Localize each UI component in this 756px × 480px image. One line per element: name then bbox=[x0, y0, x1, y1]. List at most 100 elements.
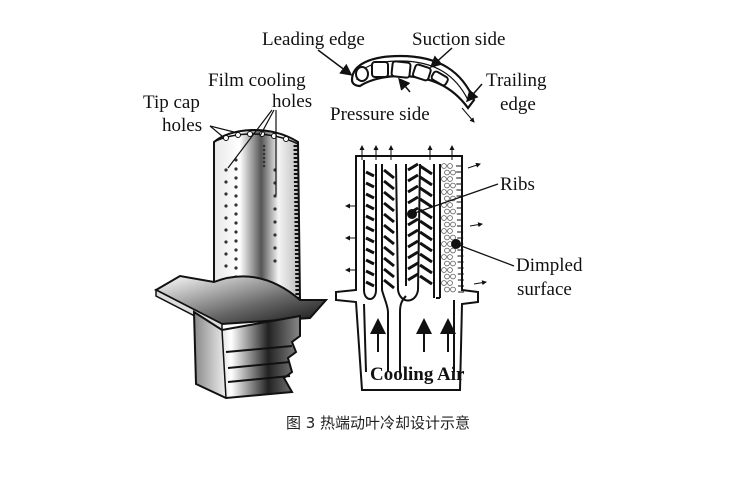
rib bbox=[383, 256, 395, 268]
label-trailing-2: edge bbox=[500, 94, 536, 115]
film-hole bbox=[224, 168, 228, 172]
rib bbox=[365, 247, 375, 255]
label-pressure-side: Pressure side bbox=[330, 104, 430, 125]
dimple bbox=[444, 169, 450, 176]
rib bbox=[407, 250, 419, 260]
film-hole bbox=[273, 220, 277, 224]
film-hole bbox=[234, 185, 238, 189]
film-hole bbox=[262, 148, 266, 152]
dimple bbox=[450, 286, 456, 293]
dimple bbox=[450, 221, 456, 228]
dimple bbox=[447, 228, 453, 234]
dimple bbox=[441, 280, 447, 286]
rib bbox=[419, 230, 433, 242]
dimple bbox=[450, 182, 456, 189]
rib bbox=[365, 192, 375, 200]
rib bbox=[407, 261, 419, 271]
dimple bbox=[444, 208, 450, 215]
film-hole bbox=[234, 212, 238, 216]
dimple bbox=[447, 176, 453, 182]
rib bbox=[407, 173, 419, 183]
dimple bbox=[444, 195, 450, 202]
film-hole bbox=[224, 240, 228, 244]
rib bbox=[419, 164, 433, 176]
rib bbox=[407, 162, 419, 172]
rib bbox=[383, 223, 395, 235]
rib bbox=[419, 274, 433, 286]
film-hole bbox=[224, 252, 228, 256]
film-hole bbox=[273, 259, 277, 263]
rib bbox=[365, 225, 375, 233]
dimple bbox=[441, 189, 447, 195]
film-hole bbox=[234, 248, 238, 252]
label-film-cooling-1: Film cooling bbox=[208, 70, 306, 91]
rib bbox=[365, 181, 375, 189]
film-hole bbox=[262, 156, 266, 160]
label-dimpled-2: surface bbox=[517, 279, 572, 300]
rib bbox=[407, 272, 419, 282]
film-hole bbox=[262, 160, 266, 164]
rib bbox=[383, 212, 395, 224]
rib bbox=[365, 258, 375, 266]
label-tip-cap-2: holes bbox=[162, 115, 202, 136]
dimple bbox=[447, 254, 453, 260]
label-cooling-air: Cooling Air bbox=[370, 364, 465, 385]
dimple bbox=[444, 260, 450, 267]
rib bbox=[365, 170, 375, 178]
film-hole bbox=[234, 239, 238, 243]
rib bbox=[383, 245, 395, 257]
dimple bbox=[444, 273, 450, 280]
rib bbox=[419, 208, 433, 220]
rib bbox=[419, 252, 433, 264]
rib bbox=[419, 219, 433, 231]
dimple bbox=[450, 260, 456, 267]
dimple bbox=[444, 286, 450, 293]
rib bbox=[365, 236, 375, 244]
film-hole bbox=[224, 180, 228, 184]
dimple bbox=[450, 169, 456, 176]
rib bbox=[365, 214, 375, 222]
film-hole bbox=[234, 167, 238, 171]
rib bbox=[407, 195, 419, 205]
film-hole bbox=[224, 228, 228, 232]
rib bbox=[365, 269, 375, 277]
dimple bbox=[441, 267, 447, 273]
dimple bbox=[447, 215, 453, 221]
film-hole bbox=[224, 216, 228, 220]
film-hole bbox=[234, 176, 238, 180]
rib bbox=[419, 186, 433, 198]
rib bbox=[365, 280, 375, 288]
rib bbox=[383, 168, 395, 180]
dimple bbox=[444, 182, 450, 189]
film-hole bbox=[224, 264, 228, 268]
dimple bbox=[444, 247, 450, 254]
rib bbox=[407, 228, 419, 238]
dimple bbox=[447, 163, 453, 169]
rib bbox=[365, 203, 375, 211]
dimple bbox=[444, 221, 450, 228]
rib bbox=[383, 201, 395, 213]
film-hole bbox=[234, 203, 238, 207]
film-hole bbox=[234, 230, 238, 234]
film-hole bbox=[273, 194, 277, 198]
dimple bbox=[450, 234, 456, 241]
film-hole bbox=[234, 266, 238, 270]
label-film-cooling-2: holes bbox=[272, 91, 312, 112]
dimple bbox=[441, 163, 447, 169]
film-hole bbox=[234, 194, 238, 198]
label-ribs: Ribs bbox=[500, 174, 535, 195]
rib bbox=[383, 234, 395, 246]
rib bbox=[419, 263, 433, 275]
rib bbox=[383, 278, 395, 290]
rib bbox=[419, 197, 433, 209]
film-hole bbox=[224, 204, 228, 208]
dimple bbox=[441, 176, 447, 182]
film-hole bbox=[262, 152, 266, 156]
film-hole bbox=[273, 233, 277, 237]
film-hole bbox=[234, 221, 238, 225]
rib bbox=[383, 179, 395, 191]
dimple bbox=[450, 208, 456, 215]
dimple bbox=[441, 254, 447, 260]
film-hole bbox=[273, 246, 277, 250]
